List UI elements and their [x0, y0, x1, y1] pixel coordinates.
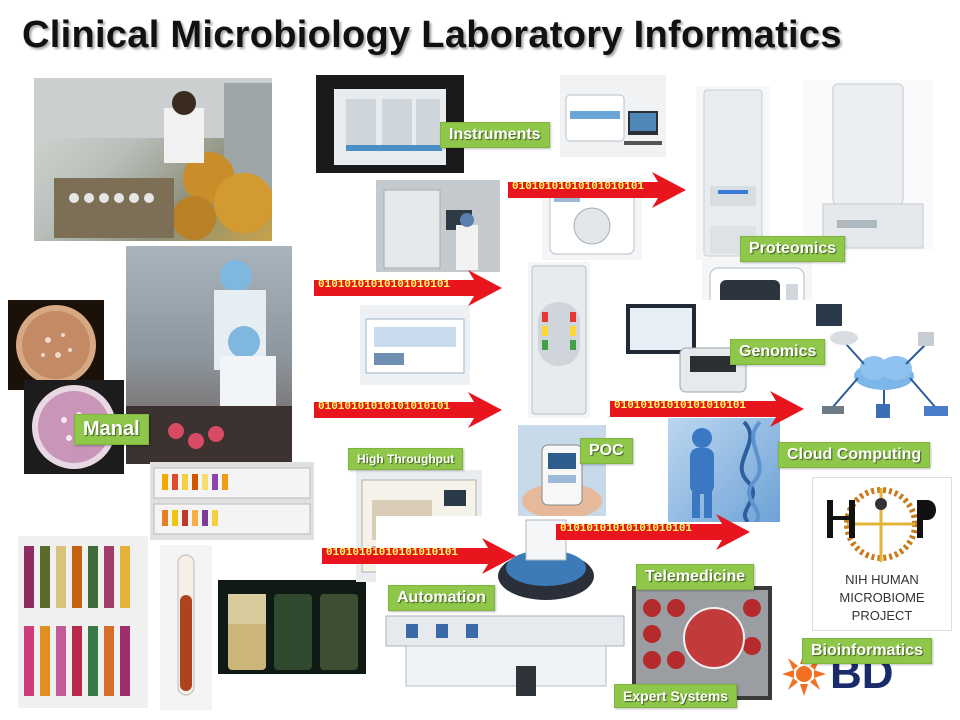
label-expert-systems: Expert Systems — [614, 684, 738, 708]
analyzer-module-illustration — [365, 318, 465, 374]
tube-photo — [160, 545, 212, 710]
binary-arrow-automation: 01010101010101010101 — [322, 538, 518, 574]
culture-bottles-photo — [218, 580, 366, 674]
hmp-logo-box: NIH HUMAN MICROBIOME PROJECT — [812, 477, 952, 631]
hmp-line-1: NIH HUMAN — [845, 572, 919, 587]
incubator-lab-photo — [376, 180, 500, 272]
arrow-shape — [322, 538, 516, 574]
maldi-tower-illustration — [703, 89, 763, 257]
lab-worker-illustration — [34, 78, 272, 240]
petri-dish-photo — [8, 300, 104, 390]
hmp-line-3: PROJECT — [851, 608, 913, 623]
binary-text: 01010101010101010101 — [326, 547, 459, 559]
label-telemedicine: Telemedicine — [636, 564, 755, 590]
arrow-shape — [556, 514, 750, 550]
cloud-network-illustration — [822, 331, 948, 418]
binary-arrow-manual-upper: 01010101010101010101 — [314, 270, 504, 306]
analyzer-module-photo — [360, 305, 470, 385]
label-automation: Automation — [388, 585, 495, 611]
automation-system-illustration — [385, 519, 625, 696]
label-genomics: Genomics — [730, 339, 826, 365]
label-manal: Manal — [74, 414, 149, 445]
binary-text: 01010101010101010101 — [318, 401, 451, 413]
tube-illustration — [177, 554, 195, 696]
blood-culture-instrument-illustration — [549, 191, 635, 255]
dna-human-graphic — [668, 418, 780, 522]
label-cloud-computing: Cloud Computing — [778, 442, 931, 468]
automated-cabinet-illustration — [531, 265, 587, 415]
arrow-shape — [508, 172, 686, 208]
maldi-tower-photo — [696, 86, 770, 260]
telemedicine-screen-illustration — [636, 590, 768, 696]
instrument-cabinet-photo — [316, 75, 464, 173]
technicians-illustration — [126, 260, 292, 464]
mass-spec-cabinet-photo — [803, 80, 933, 250]
incubator-lab-illustration — [383, 189, 478, 270]
tube-rack-illustration — [24, 546, 130, 696]
computer-workstation-illustration — [626, 304, 842, 393]
telemedicine-screen-photo — [632, 586, 772, 700]
lab-worker-photo — [34, 78, 272, 241]
mass-spec-cabinet-illustration — [822, 83, 924, 249]
petri-dish-illustration — [16, 305, 96, 385]
automated-cabinet-photo — [528, 262, 590, 418]
test-strips-illustration — [153, 467, 311, 535]
binary-text: 01010101010101010101 — [614, 400, 747, 412]
cloud-network-graphic — [818, 328, 954, 420]
slide-title: Clinical Microbiology Laboratory Informa… — [22, 14, 842, 56]
poc-device-illustration — [522, 444, 602, 519]
arrow-shape — [610, 391, 804, 427]
instrument-cabinet-illustration — [334, 89, 446, 165]
culture-bottles-illustration — [228, 594, 358, 670]
test-strips-photo — [150, 462, 314, 540]
tube-rack-photo — [18, 536, 148, 708]
automation-system-photo — [376, 516, 634, 712]
hmp-line-2: MICROBIOME — [839, 590, 925, 605]
dna-human-illustration — [690, 420, 762, 522]
label-poc: POC — [580, 438, 633, 464]
label-high-throughput: High Throughput — [348, 448, 464, 470]
binary-text: 01010101010101010101 — [560, 523, 693, 535]
label-proteomics: Proteomics — [740, 236, 846, 262]
binary-arrow-instruments: 01010101010101010101 — [508, 172, 688, 208]
arrow-shape — [314, 392, 502, 428]
hmp-logo-emblem — [827, 487, 936, 562]
benchtop-analyzer-photo — [560, 75, 666, 157]
binary-text: 01010101010101010101 — [512, 181, 645, 193]
arrow-shape — [314, 270, 502, 306]
binary-arrow-bioinformatics: 01010101010101010101 — [556, 514, 752, 550]
technicians-photo — [126, 246, 292, 464]
binary-arrow-manual-lower: 01010101010101010101 — [314, 392, 504, 428]
poc-device-photo — [518, 425, 606, 521]
binary-arrow-cloud: 01010101010101010101 — [610, 391, 806, 427]
binary-text: 01010101010101010101 — [318, 279, 451, 291]
label-bioinformatics: Bioinformatics — [802, 638, 933, 664]
label-instruments: Instruments — [440, 122, 550, 148]
benchtop-analyzer-illustration — [565, 94, 662, 145]
